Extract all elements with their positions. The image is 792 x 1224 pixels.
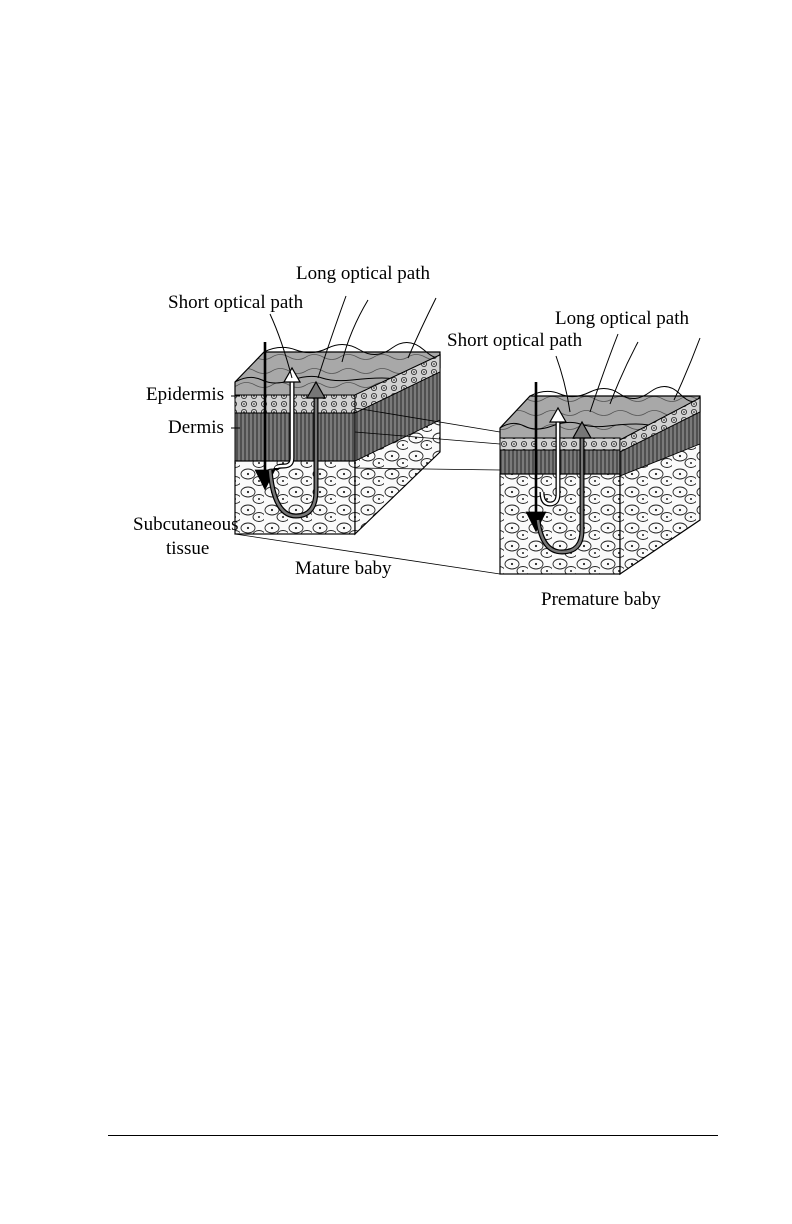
subcutaneous-label-line1: Subcutaneous: [133, 514, 239, 536]
epidermis-label: Epidermis: [146, 384, 224, 406]
mature-baby-caption: Mature baby: [295, 558, 392, 580]
premature-short-path-label: Short optical path: [447, 330, 582, 352]
mature-subcutaneous-layer: [235, 461, 355, 534]
mature-long-path-label: Long optical path: [296, 263, 430, 285]
footer-rule: [108, 1135, 718, 1136]
premature-long-path-label: Long optical path: [555, 308, 689, 330]
mature-dermis-layer: [235, 413, 355, 461]
premature-baby-caption: Premature baby: [541, 589, 661, 611]
premature-skin-block: [500, 382, 700, 574]
mature-short-path-label: Short optical path: [168, 292, 303, 314]
mature-epidermis-layer: [235, 395, 355, 413]
dermis-label: Dermis: [168, 417, 224, 439]
mature-skin-block: [235, 342, 440, 534]
subcutaneous-label-line2: tissue: [166, 538, 209, 560]
